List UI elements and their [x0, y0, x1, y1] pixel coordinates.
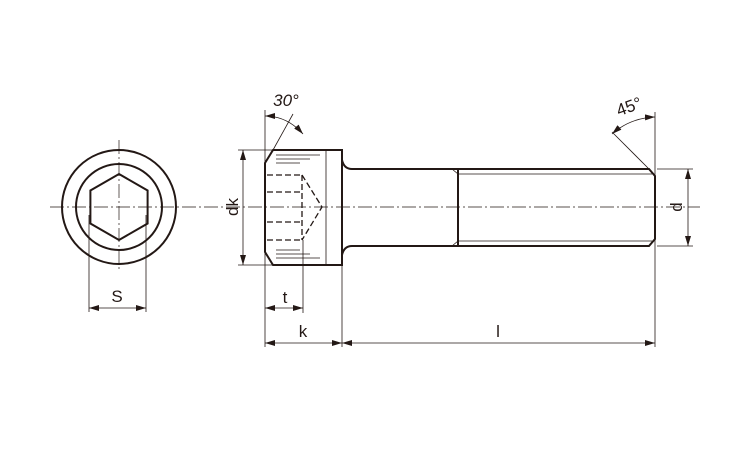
- s-label: S: [111, 287, 122, 306]
- socket-hidden-lines: [267, 174, 323, 241]
- head-angle-arc: [264, 113, 304, 135]
- hex-socket: [89, 172, 149, 242]
- screw-head: [264, 149, 343, 266]
- t-label: t: [283, 288, 288, 307]
- d-label: d: [667, 202, 686, 211]
- head-inner-circle: [75, 163, 163, 251]
- dk-label: dk: [223, 198, 242, 216]
- chamfer-angle-arc: [611, 114, 656, 135]
- end-view: S: [61, 149, 177, 312]
- l-label: l: [496, 322, 500, 341]
- head-outer-circle: [61, 149, 177, 265]
- k-label: k: [299, 322, 308, 341]
- side-view: [264, 149, 656, 266]
- head-angle-label: 30°: [273, 91, 299, 110]
- chamfer-angle-label: 45°: [614, 94, 645, 121]
